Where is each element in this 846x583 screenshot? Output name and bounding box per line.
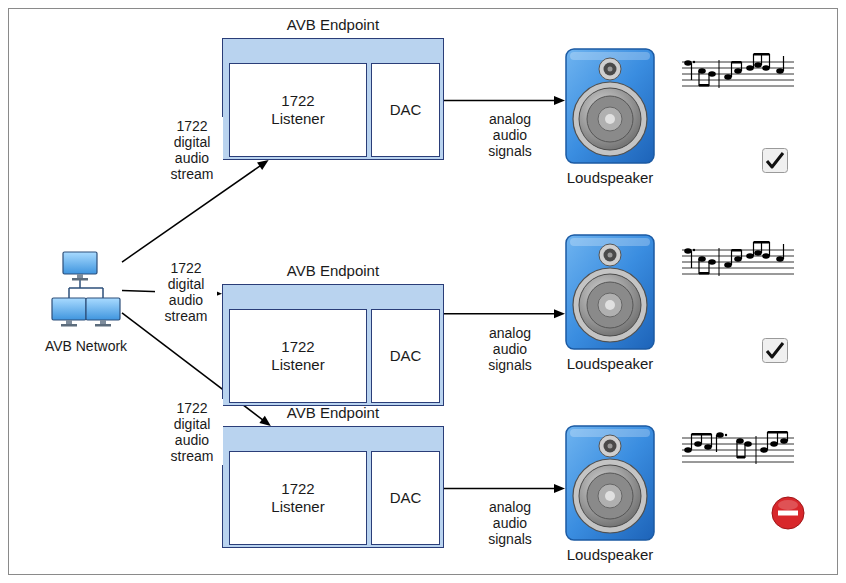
connector-line (440, 100, 556, 102)
edge-label: 1722 digital audio stream (161, 399, 223, 465)
network-node: AVB Network (50, 250, 122, 336)
endpoint-box: AVB Endpoint1722 ListenerDAC (222, 284, 444, 406)
endpoint-box: AVB Endpoint1722 ListenerDAC (222, 38, 444, 160)
check-mark (763, 149, 788, 173)
edge-label: 1722 digital audio stream (161, 117, 223, 183)
loudspeaker-icon (566, 235, 654, 349)
network-label: AVB Network (45, 338, 127, 355)
module-label: 1722 Listener (262, 480, 334, 516)
endpoint-box: AVB Endpoint1722 ListenerDAC (222, 426, 444, 548)
module-label: 1722 Listener (262, 92, 334, 128)
endpoint-title: AVB Endpoint (223, 16, 443, 34)
music-notation (682, 241, 794, 276)
loudspeaker-node: Loudspeaker (565, 425, 655, 541)
arrowhead (259, 416, 270, 426)
connector (440, 309, 565, 318)
module-label: 1722 Listener (262, 338, 334, 374)
network-icon (52, 252, 120, 327)
arrowhead (257, 160, 269, 170)
speaker-label: Loudspeaker (567, 546, 654, 563)
edge-label: 1722 digital audio stream (155, 259, 217, 325)
edge-label: analog audio signals (479, 110, 541, 160)
arrowhead (554, 96, 565, 105)
loudspeaker-node: Loudspeaker (565, 48, 655, 164)
edge-label: analog audio signals (479, 498, 541, 548)
music-notation (682, 53, 794, 88)
endpoint-title: AVB Endpoint (223, 262, 443, 280)
module-label: DAC (390, 347, 422, 365)
endpoint-title: AVB Endpoint (223, 404, 443, 422)
connector (440, 96, 565, 105)
connector (440, 484, 565, 493)
speaker-label: Loudspeaker (567, 169, 654, 186)
check-mark (763, 339, 788, 363)
edge-label: analog audio signals (479, 324, 541, 374)
module-box: DAC (371, 451, 440, 545)
arrowhead (554, 309, 565, 318)
module-label: DAC (390, 101, 422, 119)
module-box: 1722 Listener (229, 451, 367, 545)
connector-line (440, 488, 556, 490)
module-label: DAC (390, 489, 422, 507)
module-box: DAC (371, 309, 440, 403)
speaker-label: Loudspeaker (567, 355, 654, 372)
loudspeaker-icon (566, 426, 654, 540)
connector-line (440, 313, 556, 315)
error-icon (772, 497, 804, 529)
loudspeaker-node: Loudspeaker (565, 234, 655, 350)
module-box: 1722 Listener (229, 63, 367, 157)
music-notation (682, 431, 794, 464)
loudspeaker-icon (566, 49, 654, 163)
module-box: 1722 Listener (229, 309, 367, 403)
arrowhead (554, 484, 565, 493)
frame (9, 9, 838, 575)
module-box: DAC (371, 63, 440, 157)
